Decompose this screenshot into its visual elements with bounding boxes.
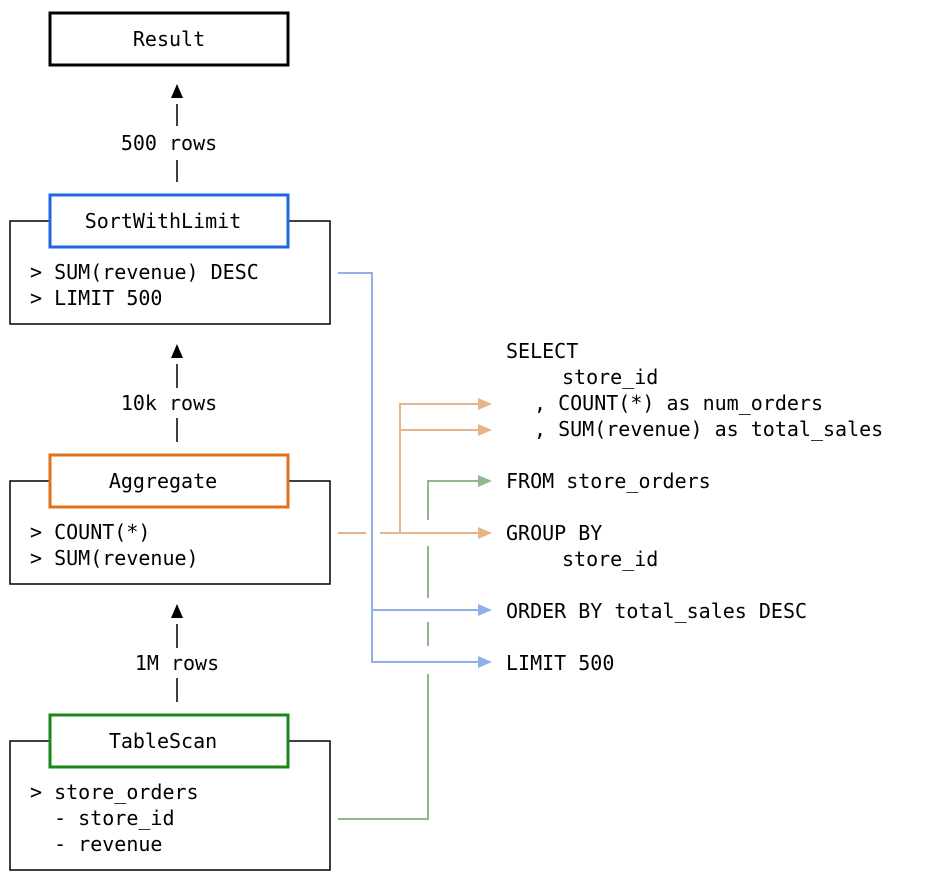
result-node: Result (48, 11, 290, 67)
edge-label-10k-rows: 10k rows (121, 391, 217, 415)
connector-sort (338, 272, 492, 668)
scan-details-box (9, 740, 331, 871)
edge-agg-to-sort: 10k rows (121, 344, 217, 442)
sort-title-box (48, 193, 290, 249)
connector-sort-to-limit (338, 272, 480, 663)
sql-select-col1: store_id (562, 365, 658, 389)
sql-group-col: store_id (562, 547, 658, 571)
aggregate-detail-2: > SUM(revenue) (30, 546, 199, 570)
arrowhead-right (478, 656, 492, 668)
aggregate-title-box (48, 453, 290, 509)
sort-details-box (9, 220, 331, 325)
scan-title-box (48, 713, 290, 769)
arrowhead-right (478, 398, 492, 410)
sort-node: SortWithLimit > SUM(revenue) DESC > LIMI… (9, 193, 331, 325)
sql-select-col3: , SUM(revenue) as total_sales (534, 417, 883, 441)
result-label: Result (133, 27, 205, 51)
sql-limit: LIMIT 500 (506, 651, 614, 675)
sort-title: SortWithLimit (85, 209, 242, 233)
arrowhead-up (171, 84, 183, 98)
arrowhead-right (478, 527, 492, 539)
edge-label-1m-rows: 1M rows (135, 651, 219, 675)
result-box (48, 11, 290, 67)
scan-detail-3: - revenue (30, 832, 162, 856)
connector-scan (338, 475, 492, 820)
connector-agg-to-count (399, 403, 480, 533)
arrowhead-right (478, 475, 492, 487)
aggregate-node: Aggregate > COUNT(*) > SUM(revenue) (9, 453, 331, 585)
sql-select: SELECT (506, 339, 578, 363)
scan-detail-2: - store_id (30, 806, 175, 830)
sql-group-by: GROUP BY (506, 521, 602, 545)
scan-detail-1: > store_orders (30, 780, 199, 804)
arrowhead-right (478, 424, 492, 436)
sql-order-by: ORDER BY total_sales DESC (506, 599, 807, 623)
sort-detail-1: > SUM(revenue) DESC (30, 260, 259, 284)
scan-title: TableScan (109, 729, 217, 753)
edge-scan-to-agg: 1M rows (135, 604, 219, 702)
arrowhead-up (171, 604, 183, 618)
sort-detail-2: > LIMIT 500 (30, 286, 162, 310)
scan-node: TableScan > store_orders - store_id - re… (9, 713, 331, 871)
edge-sort-to-result: 500 rows (121, 84, 217, 182)
aggregate-details-box (9, 480, 331, 585)
arrowhead-right (478, 604, 492, 616)
sql-from: FROM store_orders (506, 469, 711, 493)
sql-query: SELECT store_id , COUNT(*) as num_orders… (506, 339, 883, 675)
edge-label-500-rows: 500 rows (121, 131, 217, 155)
aggregate-detail-1: > COUNT(*) (30, 520, 150, 544)
connector-scan-lower (338, 674, 429, 820)
arrowhead-up (171, 344, 183, 358)
connector-aggregate (338, 398, 492, 539)
sql-select-col2: , COUNT(*) as num_orders (534, 391, 823, 415)
connector-scan-to-from (427, 480, 480, 520)
aggregate-title: Aggregate (109, 469, 217, 493)
